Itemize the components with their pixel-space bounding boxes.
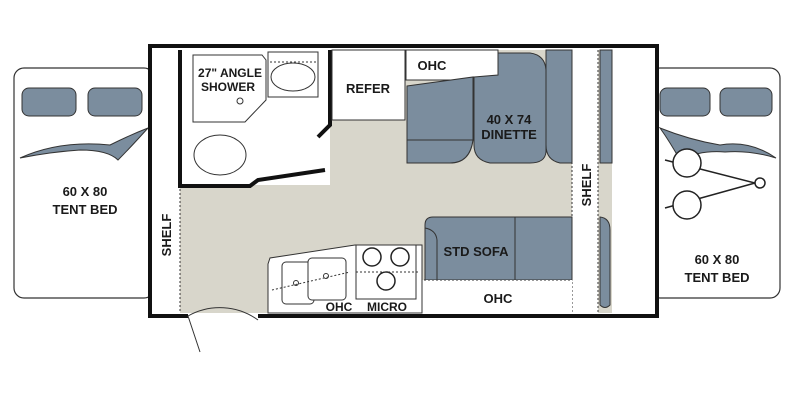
burner	[390, 247, 410, 267]
burner	[362, 247, 382, 267]
refer-label: REFER	[346, 81, 391, 96]
sofa-label: STD SOFA	[443, 244, 509, 259]
ohc-kitchen-label: OHC	[326, 300, 353, 314]
shower	[192, 54, 267, 123]
refrigerator	[331, 49, 406, 121]
bathroom: 27" ANGLE SHOWER	[178, 50, 332, 188]
hitch	[664, 148, 766, 220]
bathroom-sink	[270, 62, 316, 92]
pillow	[21, 87, 77, 117]
outer-wall	[148, 44, 659, 318]
pillow	[719, 87, 773, 117]
dinette-size: 40 X 74	[487, 112, 533, 127]
shower-size: 27" ANGLE	[198, 66, 262, 80]
right-shelf	[572, 50, 598, 313]
right-tent-bed-label: TENT BED	[685, 270, 750, 285]
ohc-bottom-label: OHC	[484, 291, 514, 306]
right-tent-bed-size: 60 X 80	[695, 252, 740, 267]
entry-door[interactable]	[187, 307, 259, 353]
left-shelf-label: SHELF	[159, 214, 174, 257]
pillow	[659, 87, 711, 117]
right-tent-bed: 60 X 80 TENT BED	[649, 67, 781, 299]
left-tent-bed-size: 60 X 80	[63, 184, 108, 199]
dinette-label: DINETTE	[481, 127, 537, 142]
kitchen: OHC MICRO	[267, 244, 423, 314]
left-tent-bed-label: TENT BED	[53, 202, 118, 217]
toilet	[193, 134, 247, 176]
micro-label: MICRO	[367, 300, 407, 314]
right-shelf-label: SHELF	[579, 164, 594, 207]
pillow	[87, 87, 143, 117]
shower-label: SHOWER	[201, 80, 255, 94]
left-tent-bed: 60 X 80 TENT BED	[13, 67, 155, 299]
sofa: STD SOFA	[424, 216, 611, 308]
ohc-top-label: OHC	[418, 58, 448, 73]
kitchen-sink	[307, 257, 347, 301]
left-shelf	[152, 50, 180, 313]
dinette: OHC 40 X 74 DINETTE	[405, 49, 613, 164]
